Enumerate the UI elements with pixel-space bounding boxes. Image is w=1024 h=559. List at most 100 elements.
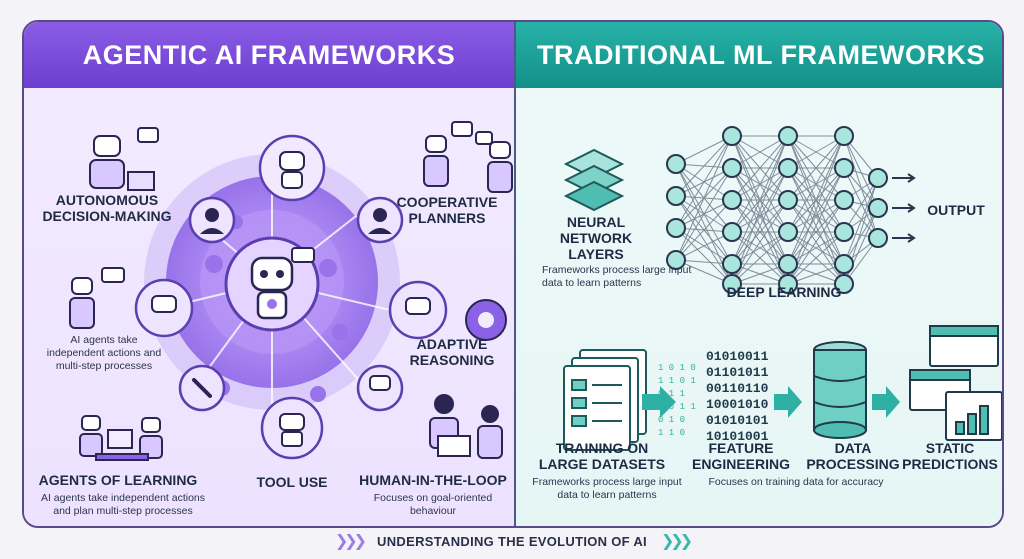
agentic-hub-diagram (69, 121, 513, 461)
nn-edge (787, 231, 845, 285)
nn-edge (675, 259, 733, 285)
binary-data-small: 1 0 1 01 1 0 10 1 11 0 1 10 1 01 1 0 (658, 363, 696, 438)
binary-line: 00110110 (706, 381, 769, 396)
nn-edge (787, 135, 845, 169)
chevrons-right-icon: ❯❯❯ (660, 533, 693, 550)
nn-node (722, 190, 742, 210)
traditional-header: TRADITIONAL ML FRAMEWORKS (516, 22, 1002, 88)
nn-node (868, 168, 888, 188)
output-label: OUTPUT (927, 202, 985, 218)
robot-wave-icon (69, 267, 125, 329)
training-label: TRAINING ON LARGE DATASETS (538, 440, 666, 472)
robot-laptop-icon (89, 127, 159, 191)
nn-edge (843, 177, 879, 233)
binary-line: 10001010 (706, 397, 769, 412)
agentic-panel: AGENTIC AI FRAMEWORKS (24, 22, 514, 526)
nn-edge (675, 167, 733, 261)
nn-edge (731, 135, 789, 285)
nn-edge (843, 177, 879, 265)
nn-node (778, 158, 798, 178)
nn-node (722, 254, 742, 274)
autonomous-label: AUTONOMOUS DECISION-MAKING (42, 192, 172, 224)
nn-desc: Frameworks process large input data to l… (542, 264, 692, 289)
nn-edge (787, 135, 845, 285)
feature-desc: Focuses on training data for accuracy (708, 476, 884, 488)
agents-table-icon (79, 415, 163, 461)
nn-node (722, 274, 742, 294)
dataset-documents-icon (563, 349, 647, 451)
nn-node (778, 126, 798, 146)
nn-node (778, 222, 798, 242)
traditional-title: TRADITIONAL ML FRAMEWORKS (537, 39, 985, 70)
nn-node (778, 254, 798, 274)
binary-line: 01010101 (706, 413, 769, 428)
learning-label: AGENTS OF LEARNING (38, 472, 198, 488)
nn-edge (731, 135, 789, 233)
feature-label: FEATURE ENGINEERING (691, 440, 790, 472)
nn-edge (675, 231, 733, 261)
nn-node (834, 126, 854, 146)
cooperative-label: COOPERATIVE PLANNERS (396, 194, 498, 226)
nn-edge (675, 135, 733, 165)
nn-edge (787, 167, 845, 265)
adaptive-label: ADAPTIVE REASONING (409, 336, 495, 368)
nn-node (778, 190, 798, 210)
agentic-header: AGENTIC AI FRAMEWORKS (24, 22, 514, 88)
nn-node (722, 126, 742, 146)
nn-edge (731, 199, 789, 265)
nn-edge (787, 135, 845, 201)
binary-line-small: 0 1 1 (658, 389, 685, 399)
human-laptop-icon (429, 394, 503, 459)
cooperative-robots-icon (423, 121, 513, 193)
deep-learning-label: DEEP LEARNING (726, 284, 842, 300)
hitl-desc: Focuses on goal-oriented behaviour (373, 492, 493, 517)
nn-edge (675, 135, 733, 261)
nn-layers-label: NEURAL NETWORK LAYERS (559, 214, 633, 262)
binary-line-small: 1 1 0 1 (658, 376, 696, 386)
nn-node (834, 254, 854, 274)
database-icon (813, 341, 867, 439)
nn-edge (675, 135, 733, 197)
nn-edge (787, 135, 845, 233)
nn-edge (731, 199, 789, 285)
binary-line-small: 1 0 1 1 (658, 402, 696, 412)
traditional-diagram: 0101001101101011001101101000101001010101… (563, 126, 1002, 451)
nn-edge (731, 231, 789, 285)
infographic-frame: AGENTIC AI FRAMEWORKS (22, 20, 1004, 528)
learning-desc: AI agents take independent actions and p… (40, 492, 206, 517)
nn-edge (675, 199, 733, 261)
center-robot-icon (224, 236, 320, 332)
chevrons-left-icon: ❯❯❯ (334, 533, 367, 550)
traditional-panel: TRADITIONAL ML FRAMEWORKS (516, 22, 1002, 526)
nn-node (834, 158, 854, 178)
layers-stack-icon (563, 148, 625, 212)
agents-note: AI agents take independent actions and m… (46, 334, 162, 372)
tool-use-label: TOOL USE (256, 474, 328, 490)
agentic-title: AGENTIC AI FRAMEWORKS (82, 39, 456, 70)
wrench-icon (192, 378, 212, 398)
nn-edge (675, 135, 733, 229)
footer-banner: ❯❯❯ UNDERSTANDING THE EVOLUTION OF AI ❯❯… (0, 526, 1024, 556)
predictions-tables-icon (909, 325, 1002, 441)
data-processing-label: DATA PROCESSING (806, 440, 900, 472)
nn-edge (675, 227, 733, 285)
nn-node (722, 158, 742, 178)
static-label: STATIC PREDICTIONS (902, 440, 998, 472)
adaptive-gear-icon (465, 299, 507, 341)
nn-edge (787, 135, 845, 265)
nn-edge (731, 135, 789, 265)
nn-edge (787, 199, 845, 285)
nn-edge (731, 135, 789, 169)
nn-edge (843, 167, 879, 239)
nn-node (868, 198, 888, 218)
nn-node (666, 218, 686, 238)
nn-node (834, 274, 854, 294)
nn-node (868, 228, 888, 248)
nn-node (778, 274, 798, 294)
nn-node (834, 222, 854, 242)
neural-network-graph (666, 126, 916, 294)
nn-edge (731, 167, 789, 265)
nn-edge (675, 195, 733, 285)
training-desc: Frameworks process large input data to l… (532, 476, 682, 501)
nn-node (834, 190, 854, 210)
